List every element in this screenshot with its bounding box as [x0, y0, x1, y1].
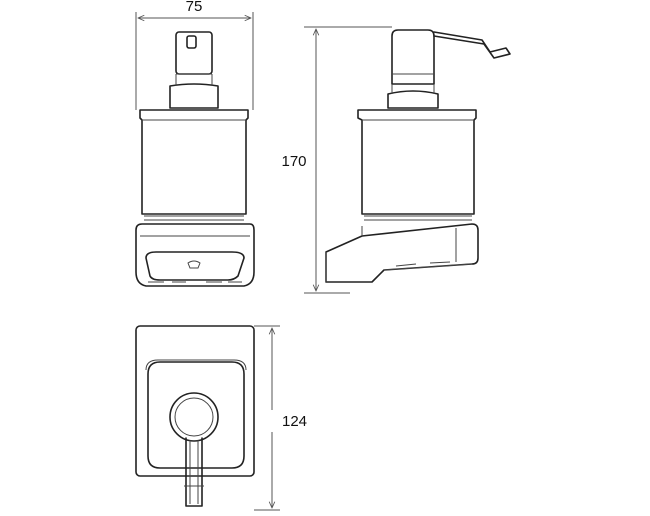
height-dimension: 170	[278, 26, 392, 294]
width-dimension: 75	[135, 0, 254, 110]
front-view: 75	[135, 0, 255, 287]
side-view: 170	[278, 26, 511, 294]
depth-dimension: 124	[254, 325, 307, 511]
wall-bracket	[325, 223, 479, 283]
pump-head	[169, 31, 219, 109]
pump-nozzle	[387, 29, 511, 109]
bottom-plate	[135, 325, 255, 507]
bottom-view: 124	[135, 325, 307, 511]
side-glass	[357, 109, 477, 221]
width-label: 75	[186, 0, 203, 15]
height-label: 170	[281, 153, 306, 170]
holder-bracket	[135, 223, 255, 287]
depth-label: 124	[282, 413, 307, 430]
glass-container	[139, 109, 249, 221]
